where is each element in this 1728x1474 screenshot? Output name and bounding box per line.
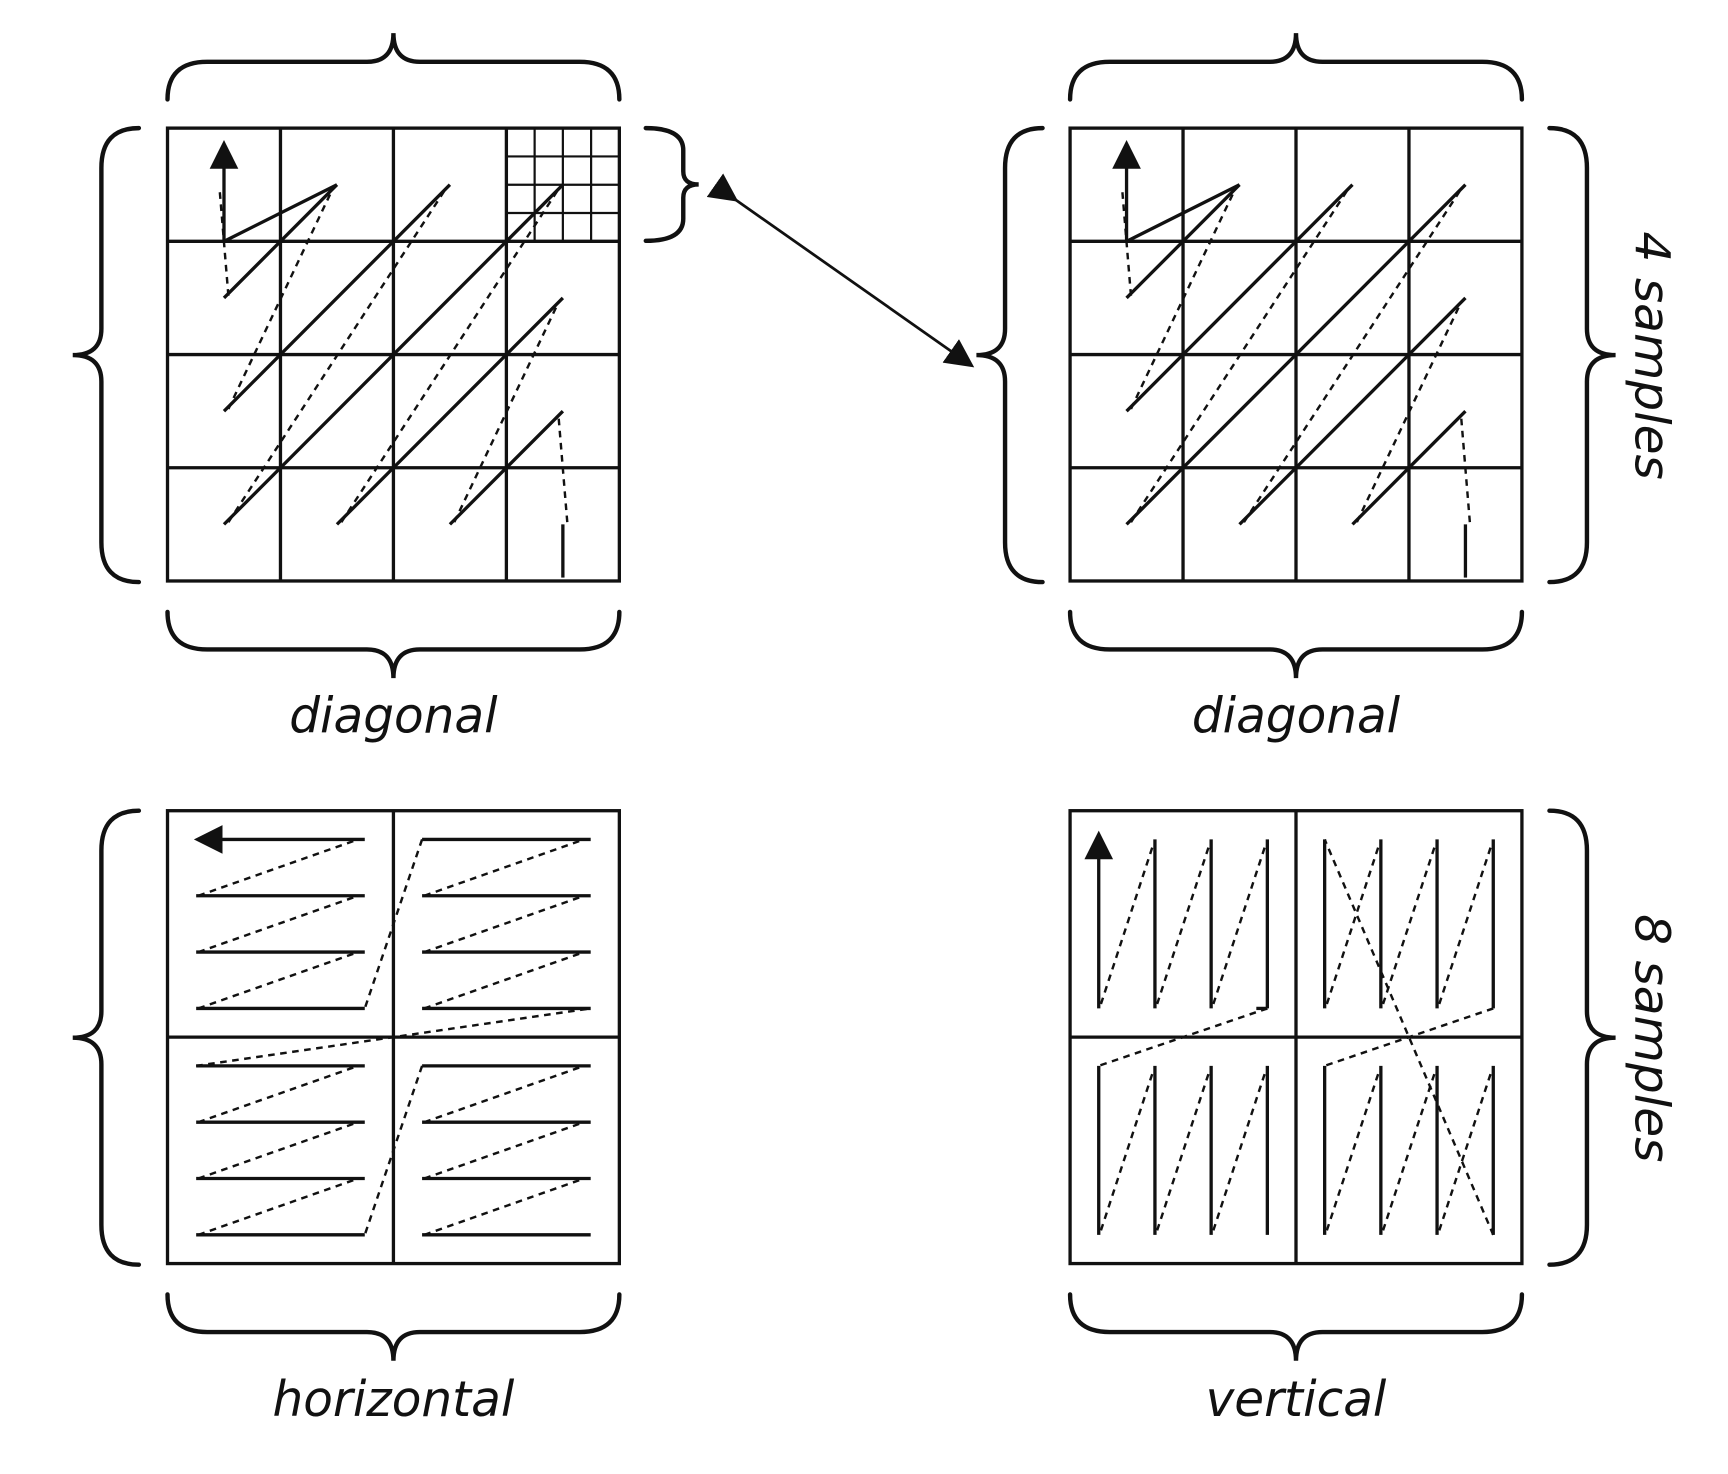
scan-jump	[1212, 845, 1267, 1005]
scan-jump	[197, 1064, 359, 1124]
scan-diagonal	[1125, 183, 1241, 243]
caption-diagonal-left: diagonal	[289, 688, 498, 744]
scan-jump	[557, 415, 569, 523]
scan-jump	[197, 894, 359, 954]
scan-jump	[1120, 189, 1133, 296]
label-8-samples: 8 samples	[1623, 914, 1679, 1162]
scan-jump	[453, 301, 560, 523]
scan-jump	[197, 950, 359, 1010]
label-4-samples: 4 samples	[1623, 231, 1679, 479]
scan-jump	[1129, 188, 1237, 410]
scan-jump	[363, 839, 424, 1009]
brace-top	[1067, 33, 1525, 102]
scan-diagonal	[1351, 409, 1467, 526]
scan-jump	[340, 188, 560, 523]
scan-diagonal	[448, 409, 565, 526]
scan-jump	[1099, 1072, 1154, 1231]
scan-jump	[195, 1007, 591, 1068]
scan-jump	[1098, 1007, 1268, 1068]
scan-jump	[197, 1121, 359, 1180]
scan-diagonal	[1125, 183, 1467, 526]
scan-diagonal	[335, 296, 565, 526]
scan-diagonal	[1238, 296, 1467, 526]
scan-jump	[1212, 1072, 1267, 1231]
scan-jump	[423, 838, 585, 897]
brace-bottom	[1067, 1292, 1525, 1361]
brace-right	[1547, 125, 1616, 585]
scan-diagonal	[1125, 183, 1354, 413]
brace-right	[1547, 808, 1616, 1267]
scan-jump	[218, 189, 230, 296]
scan-jump	[1459, 415, 1472, 523]
scan-jump	[227, 188, 447, 523]
scan-jump	[423, 1177, 585, 1236]
panel-diagonal-8x8	[165, 126, 621, 583]
scan-diagonal	[222, 183, 565, 526]
scan-jump	[1323, 838, 1495, 1236]
scan-jump	[1438, 845, 1493, 1005]
scan-jump	[1381, 845, 1437, 1005]
scan-diagonal	[223, 183, 338, 243]
scan-jump	[423, 950, 585, 1010]
scan-diagonal	[222, 183, 452, 413]
scan-jump	[1155, 845, 1211, 1005]
scan-jump	[1325, 1072, 1380, 1231]
scan-diagonal	[1125, 183, 1241, 300]
brace-left	[72, 125, 142, 585]
caption-diagonal-right: diagonal	[1192, 688, 1401, 744]
scan-diagonal	[222, 183, 339, 300]
scan-jump	[227, 188, 334, 410]
panel-diagonal-4x4	[1068, 126, 1524, 583]
scan-jump	[1242, 188, 1463, 523]
scan-jump	[1355, 301, 1463, 523]
scan-jump	[363, 1065, 424, 1236]
braces	[72, 33, 1616, 1361]
brace-left	[976, 125, 1045, 585]
panel-vertical	[1068, 809, 1524, 1266]
panel-horizontal	[165, 809, 621, 1266]
scan-jump	[1099, 845, 1154, 1005]
brace-bottom	[165, 609, 622, 679]
brace-bottom	[165, 1292, 622, 1361]
scan-jump	[423, 894, 585, 954]
scan-jump	[423, 1064, 585, 1124]
brace-bottom	[1067, 609, 1525, 679]
scan-jump	[1324, 1007, 1494, 1068]
scan-jump	[1381, 1072, 1437, 1231]
scan-jump	[197, 838, 359, 897]
brace-top	[165, 33, 622, 102]
scan-jump	[1325, 845, 1380, 1005]
brace-left	[72, 808, 142, 1267]
caption-vertical: vertical	[1206, 1372, 1387, 1428]
scan-jump	[1438, 1072, 1493, 1231]
brace-inset	[643, 125, 699, 243]
caption-horizontal: horizontal	[273, 1372, 515, 1428]
scan-jump	[197, 1177, 359, 1236]
double-arrow-icon	[706, 173, 975, 368]
scan-jump	[423, 1121, 585, 1180]
scan-jump	[1129, 188, 1350, 523]
scan-jump	[1155, 1072, 1211, 1231]
